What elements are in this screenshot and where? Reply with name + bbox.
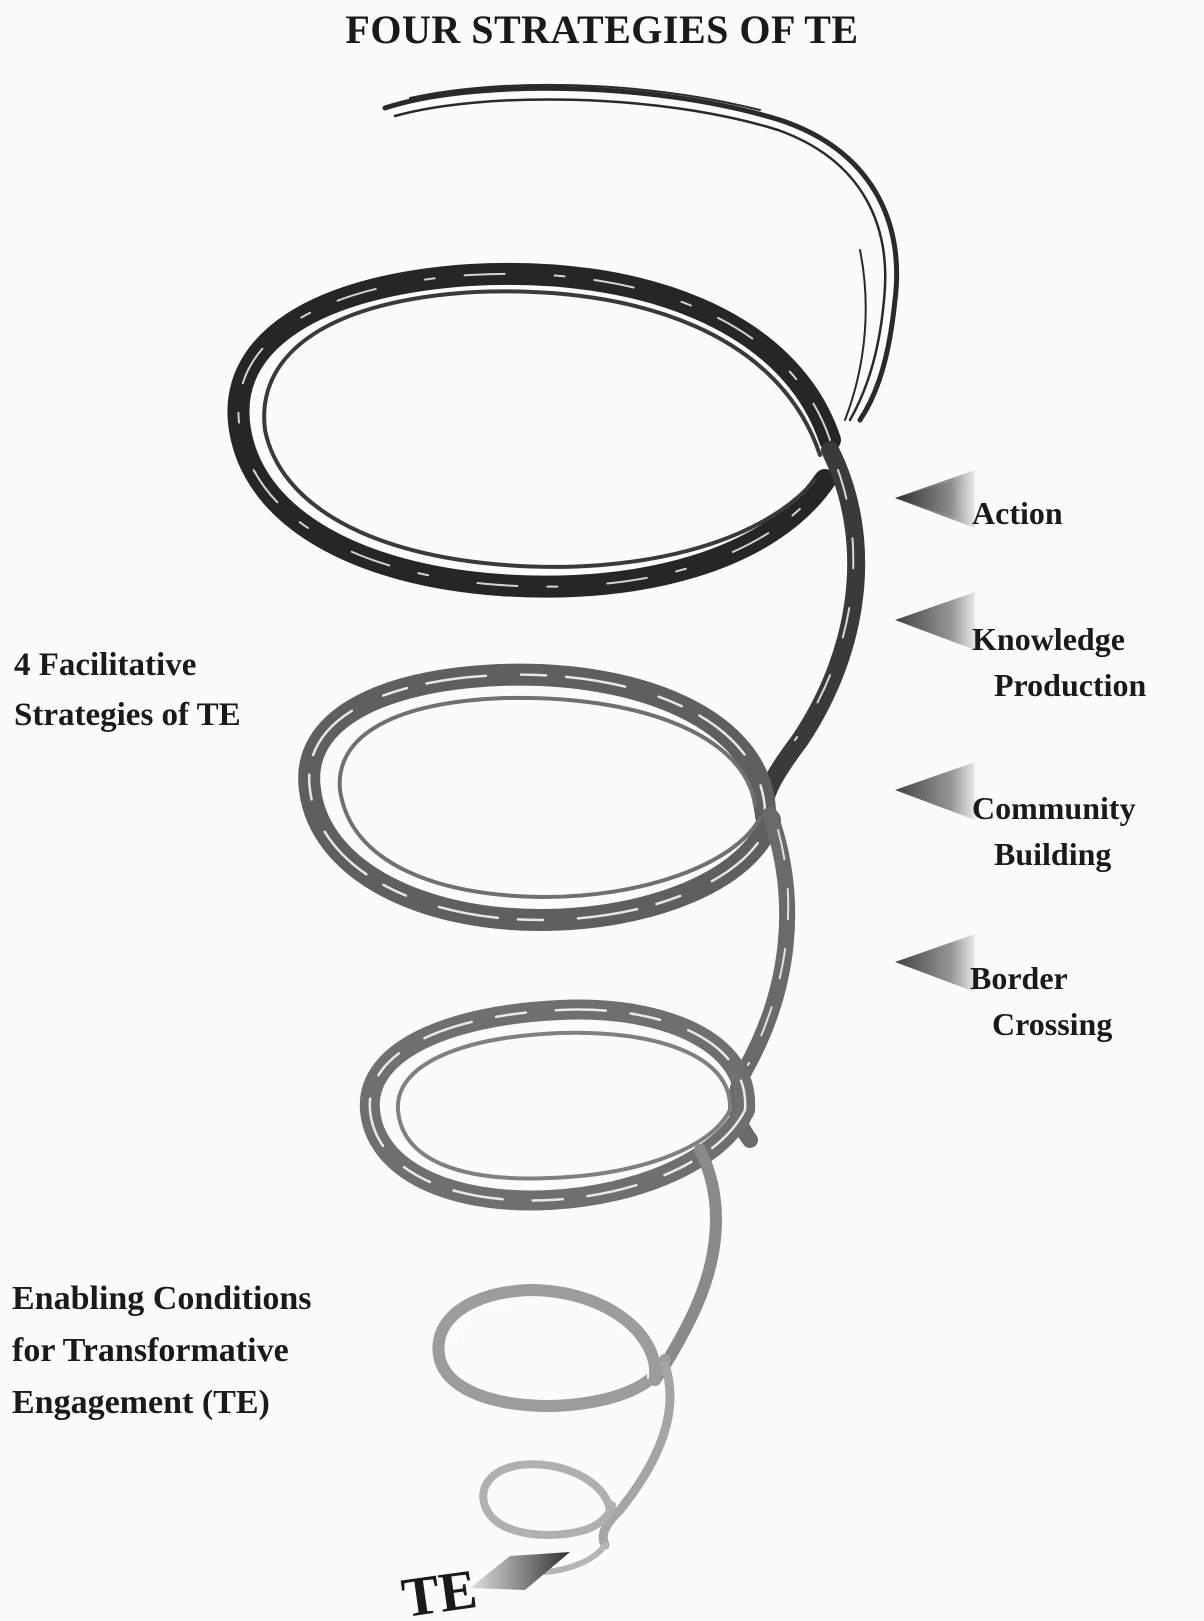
te-label: TE (398, 1561, 480, 1621)
spiral-loop-4 (438, 1290, 665, 1406)
strategy-label-community-building: Community Building (972, 785, 1136, 877)
strategy-label-line2: Production (972, 662, 1146, 708)
strategy-label-line2: Building (972, 831, 1136, 877)
spiral-loop-2 (309, 675, 770, 920)
arrow-community (895, 762, 975, 820)
diagram-title: FOUR STRATEGIES OF TE (0, 6, 1204, 53)
strategy-label-action: Action (972, 490, 1063, 536)
strategy-label-line1: Action (972, 495, 1063, 531)
enabling-label-line2: for Transformative (12, 1325, 312, 1377)
spiral-top-loop (385, 85, 897, 420)
strategy-label-knowledge-production: Knowledge Production (972, 616, 1146, 708)
facilitative-label-line2: Strategies of TE (14, 690, 241, 740)
arrow-border (895, 934, 975, 992)
strategy-label-line1: Knowledge (972, 621, 1125, 657)
strategy-label-line1: Border (970, 960, 1068, 996)
enabling-label-line1: Enabling Conditions (12, 1273, 312, 1325)
spiral-loop-1 (238, 274, 830, 587)
enabling-label-line3: Engagement (TE) (12, 1377, 312, 1429)
strategy-label-line1: Community (972, 790, 1136, 826)
strategy-label-line2: Crossing (970, 1001, 1112, 1047)
strategy-label-border-crossing: Border Crossing (970, 955, 1112, 1047)
arrow-knowledge (895, 592, 975, 650)
spiral-loop-3 (370, 1010, 745, 1201)
facilitative-label-line1: 4 Facilitative (14, 640, 241, 690)
facilitative-strategies-label: 4 Facilitative Strategies of TE (14, 640, 241, 740)
arrow-action (895, 470, 975, 528)
enabling-conditions-label: Enabling Conditions for Transformative E… (12, 1273, 312, 1429)
